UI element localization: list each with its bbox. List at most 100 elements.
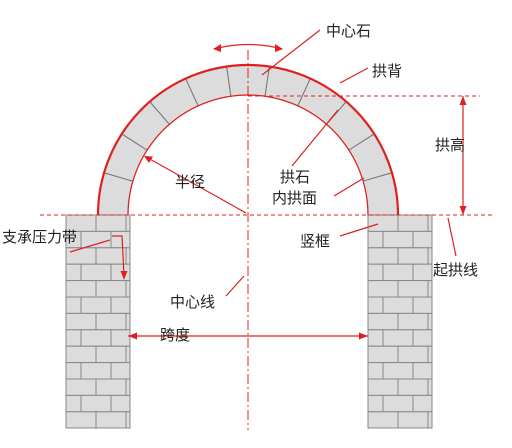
left-pier-brick — [95, 280, 127, 298]
left-pier-brick — [65, 296, 82, 314]
left-pier-brick — [95, 247, 127, 265]
support-band-leader — [112, 235, 125, 277]
right-pier-brick — [397, 411, 429, 429]
left-pier-brick — [125, 312, 131, 331]
right-pier-brick — [367, 247, 399, 265]
left-pier-brick — [110, 394, 131, 413]
radius-arrow — [144, 156, 153, 163]
right-pier-brick — [397, 378, 429, 396]
intrados-leader — [333, 177, 365, 197]
left-pier-brick — [65, 394, 82, 413]
label-extrados: 拱背 — [372, 62, 402, 80]
springing-line-leader — [447, 217, 457, 257]
left-pier-brick — [110, 329, 131, 347]
left-pier-brick — [95, 411, 127, 429]
right-pier-brick — [382, 362, 414, 380]
support-band-arrow — [120, 271, 128, 280]
keystone-mark — [213, 43, 283, 50]
left-pier-brick — [125, 280, 131, 298]
left-pier-brick — [125, 214, 131, 232]
right-pier-brick — [382, 394, 414, 413]
right-pier-brick — [412, 394, 433, 413]
right-pier-brick — [397, 345, 429, 364]
radius-line — [147, 157, 247, 214]
keystone-leader — [261, 29, 321, 76]
extrados-line — [96, 63, 400, 216]
left-pier-brick — [65, 280, 97, 298]
right-pier-brick — [367, 312, 399, 331]
right-pier-brick — [382, 230, 414, 249]
right-pier-brick — [367, 214, 399, 232]
right-pier-brick — [382, 263, 414, 282]
right-pier-brick — [412, 263, 433, 282]
left-pier-brick — [80, 329, 112, 347]
left-pier-brick — [95, 345, 127, 364]
label-voussoir: 拱石 — [280, 168, 310, 186]
span-arrow-right — [359, 332, 368, 340]
label-springing-block: 竖框 — [300, 232, 330, 250]
right-pier-brick — [397, 312, 429, 331]
left-pier — [65, 214, 131, 429]
label-span: 跨度 — [160, 326, 190, 344]
left-pier-brick — [125, 411, 131, 429]
left-pier-brick — [110, 362, 131, 380]
left-pier-brick — [95, 312, 127, 331]
right-pier-brick — [367, 230, 384, 249]
keystone-mark-arrow-r — [275, 44, 283, 52]
label-radius: 半径 — [175, 173, 205, 191]
right-pier-brick — [412, 296, 433, 314]
right-pier-brick — [367, 263, 384, 282]
left-pier-brick — [95, 214, 127, 232]
label-rise: 拱高 — [435, 136, 465, 154]
right-pier-brick — [412, 329, 433, 347]
label-springing-line: 起拱线 — [433, 261, 478, 279]
left-pier-brick — [65, 329, 82, 347]
extrados-leader — [339, 67, 369, 84]
right-pier-brick — [382, 296, 414, 314]
right-pier-brick — [427, 345, 433, 364]
label-support-band: 支承压力带 — [2, 228, 77, 246]
right-pier-brick — [367, 329, 384, 347]
right-pier-brick — [412, 230, 433, 249]
right-pier-brick — [397, 280, 429, 298]
left-pier-brick — [65, 247, 97, 265]
left-pier-brick — [125, 345, 131, 364]
right-pier-brick — [427, 312, 433, 331]
support-band-leader-2 — [69, 239, 111, 253]
left-pier-brick — [65, 378, 97, 396]
left-pier-brick — [65, 362, 82, 380]
center-line-leader — [225, 275, 245, 297]
right-pier-brick — [382, 329, 414, 347]
right-pier-brick — [367, 345, 399, 364]
left-pier-brick — [125, 378, 131, 396]
left-pier-brick — [125, 247, 131, 265]
left-pier-brick — [65, 312, 97, 331]
rise-arrow-top — [459, 96, 467, 105]
rise-arrow-bottom — [459, 206, 467, 215]
right-pier-brick — [397, 214, 429, 232]
left-pier-brick — [80, 263, 112, 282]
span-arrow-left — [128, 332, 137, 340]
left-pier-brick — [65, 345, 97, 364]
right-pier-brick — [397, 247, 429, 265]
label-keystone: 中心石 — [326, 22, 371, 40]
left-pier-brick — [65, 263, 82, 282]
right-pier-brick — [427, 280, 433, 298]
left-pier-brick — [95, 378, 127, 396]
left-pier-brick — [80, 394, 112, 413]
left-pier-brick — [110, 263, 131, 282]
right-pier-brick — [427, 247, 433, 265]
left-pier-brick — [110, 230, 131, 249]
left-pier-brick — [110, 296, 131, 314]
left-pier-brick — [65, 411, 97, 429]
left-pier-brick — [80, 230, 112, 249]
right-pier-brick — [412, 362, 433, 380]
voussoir-leader — [291, 109, 339, 167]
left-pier-brick — [80, 296, 112, 314]
right-pier-brick — [427, 378, 433, 396]
label-intrados: 内拱面 — [272, 189, 317, 207]
right-pier-brick — [427, 411, 433, 429]
right-pier — [367, 214, 433, 429]
right-pier-brick — [367, 394, 384, 413]
